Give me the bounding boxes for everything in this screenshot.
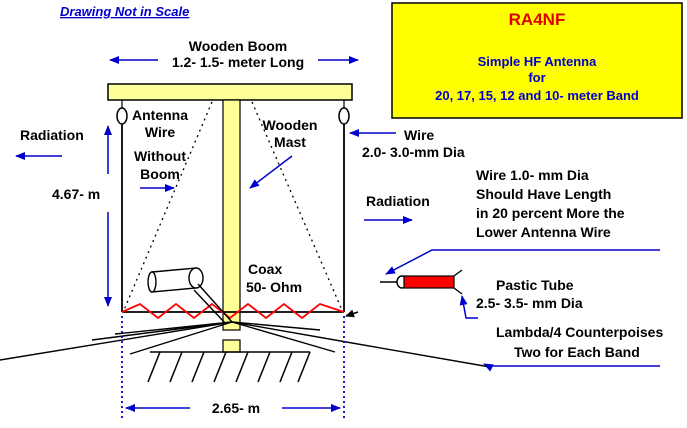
mast-label-2: Mast — [274, 134, 306, 150]
wire10-label-2: Should Have Length — [476, 186, 611, 202]
antenna-wire-label-2: Wire — [145, 124, 175, 140]
counterpoise-arrow — [483, 363, 660, 372]
dotted-guide-right — [251, 101, 343, 311]
antenna-wire-label-1: Antenna — [132, 107, 188, 123]
counterpoise-label-1: Lambda/4 Counterpoises — [496, 324, 663, 340]
mast-lower-stub — [222, 339, 241, 353]
drawing-note: Drawing Not in Scale — [60, 4, 189, 19]
zigzag-wire — [121, 302, 345, 320]
wire-label-2: 2.0- 3.0-mm Dia — [362, 144, 465, 160]
radiation-right-label: Radiation — [366, 193, 430, 209]
coax-label-1: Coax — [248, 261, 282, 277]
tube-label-2: 2.5- 3.5- mm Dia — [476, 295, 583, 311]
wire10-label-3: in 20 percent More the — [476, 205, 625, 221]
corner-arrow — [345, 309, 359, 318]
antenna-wire-label-3: Without — [134, 148, 186, 164]
wire10-label-1: Wire 1.0- mm Dia — [476, 167, 589, 183]
info-line-2: for — [528, 70, 545, 85]
tube-label-1: Pastic Tube — [496, 277, 574, 293]
info-line-3: 20, 17, 15, 12 and 10- meter Band — [435, 88, 639, 103]
tube-arrow — [459, 295, 478, 319]
radiation-left-label: Radiation — [20, 127, 84, 143]
mast-label-1: Wooden — [263, 117, 318, 133]
wooden-boom — [107, 83, 353, 101]
dotted-guide-left — [123, 101, 213, 311]
width-label: 2.65- m — [212, 400, 260, 416]
boom-label-2: 1.2- 1.5- meter Long — [172, 54, 304, 70]
wire-label-1: Wire — [404, 127, 434, 143]
coax-label-2: 50- Ohm — [246, 279, 302, 295]
wire10-arrow — [385, 249, 660, 275]
insulator-right — [338, 107, 350, 125]
antenna-wire-label-4: Boom — [140, 166, 180, 182]
plastic-tube — [403, 275, 455, 289]
coax-cable — [147, 271, 157, 293]
counterpoise-wires — [0, 321, 491, 368]
wooden-mast — [222, 99, 241, 331]
wire10-label-4: Lower Antenna Wire — [476, 224, 611, 240]
callsign-title: RA4NF — [509, 10, 566, 29]
info-line-1: Simple HF Antenna — [478, 54, 597, 69]
boom-label-1: Wooden Boom — [189, 38, 288, 54]
insulator-left — [116, 107, 128, 125]
info-box — [391, 2, 683, 119]
counterpoise-label-2: Two for Each Band — [514, 344, 640, 360]
ground-plane — [147, 351, 311, 383]
height-label: 4.67- m — [52, 186, 100, 202]
mast-arrow — [249, 155, 293, 189]
